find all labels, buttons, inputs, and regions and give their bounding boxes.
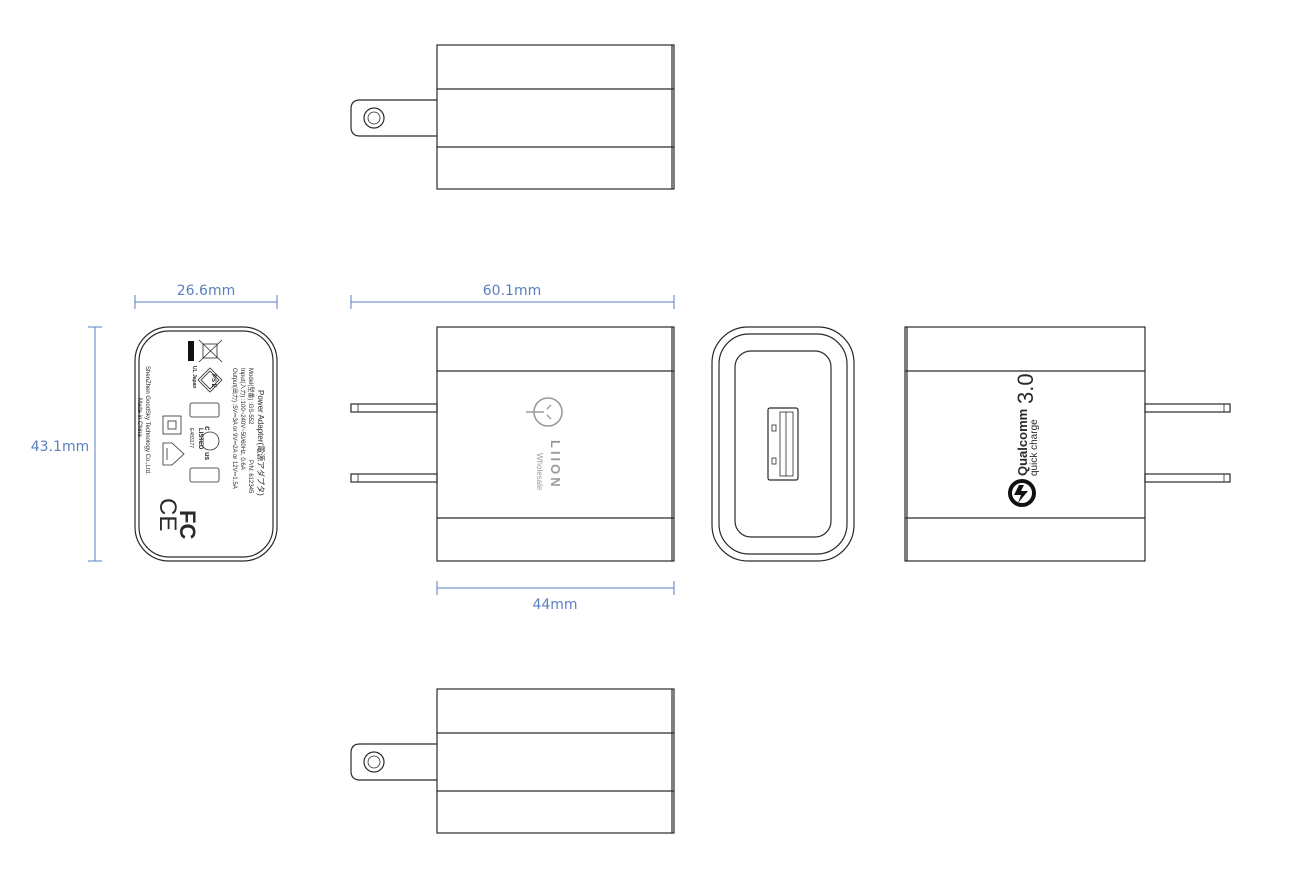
qc-brand: Qualcomm xyxy=(1015,409,1030,476)
ul-us: us xyxy=(203,452,210,460)
dimension-body: 44mm xyxy=(436,581,675,613)
liion-logo-icon xyxy=(526,397,563,427)
label-model: Model(型番) :GS-552 xyxy=(247,368,255,425)
label-input: Input(入力) :100~240V~50/60Hz, 0.6A xyxy=(239,368,247,470)
bottom-view xyxy=(350,688,675,834)
dim-height-label: 43.1mm xyxy=(31,439,89,455)
ul-c: c xyxy=(203,426,212,431)
slot-upper xyxy=(189,402,220,418)
slot-lower xyxy=(189,467,220,483)
ps-e-diamond-icon xyxy=(197,367,223,393)
weee-bar xyxy=(188,341,194,361)
dimension-width: 26.6mm xyxy=(134,283,278,309)
qc-line: quick charge xyxy=(1029,419,1040,476)
qc-side-view: Qualcomm quick charge 3.0 xyxy=(904,326,1231,562)
label-title: Power Adapter(電源アダプタ) xyxy=(256,390,266,496)
label-pn: P/N: 612345 xyxy=(247,460,253,494)
double-insulation-icon xyxy=(162,415,182,435)
weee-bin-icon xyxy=(198,339,223,363)
label-face-view: Power Adapter(電源アダプタ) Model(型番) :GS-552 … xyxy=(134,326,278,562)
label-output: Output(出力) :5V⎓3A or 9V⎓2A or 12V⎓1.5A xyxy=(231,368,239,489)
dim-length-label: 60.1mm xyxy=(483,283,541,299)
dimension-height: 43.1mm xyxy=(31,326,102,562)
ul-listed-icon xyxy=(200,431,220,451)
ul-number: E483177 xyxy=(188,428,194,448)
label-maker: ShenZhen GoodSky Technology Co.,Ltd. xyxy=(144,366,150,475)
qualcomm-qc-icon xyxy=(1008,479,1036,507)
dim-body-label: 44mm xyxy=(532,597,577,613)
brand-name: LIION xyxy=(548,440,563,490)
usb-end-view xyxy=(711,326,855,562)
dimension-length: 60.1mm xyxy=(350,283,675,309)
label-origin: Made in China xyxy=(136,398,142,437)
qc-version: 3.0 xyxy=(1013,373,1038,404)
usb-port-icon xyxy=(767,407,799,481)
front-view: LIION Wholesale xyxy=(350,326,675,562)
top-view xyxy=(350,44,675,190)
ul-listed: LISTED xyxy=(197,428,203,450)
brand-sub: Wholesale xyxy=(535,453,544,491)
dim-width-label: 26.6mm xyxy=(177,283,235,299)
fcc-mark-icon: FC xyxy=(175,510,200,539)
ul-japan-text: UL Japan xyxy=(191,366,197,388)
ps-mark: PS E xyxy=(210,374,216,388)
ce-mark-icon: CE xyxy=(154,498,181,531)
house-icon xyxy=(162,442,185,466)
